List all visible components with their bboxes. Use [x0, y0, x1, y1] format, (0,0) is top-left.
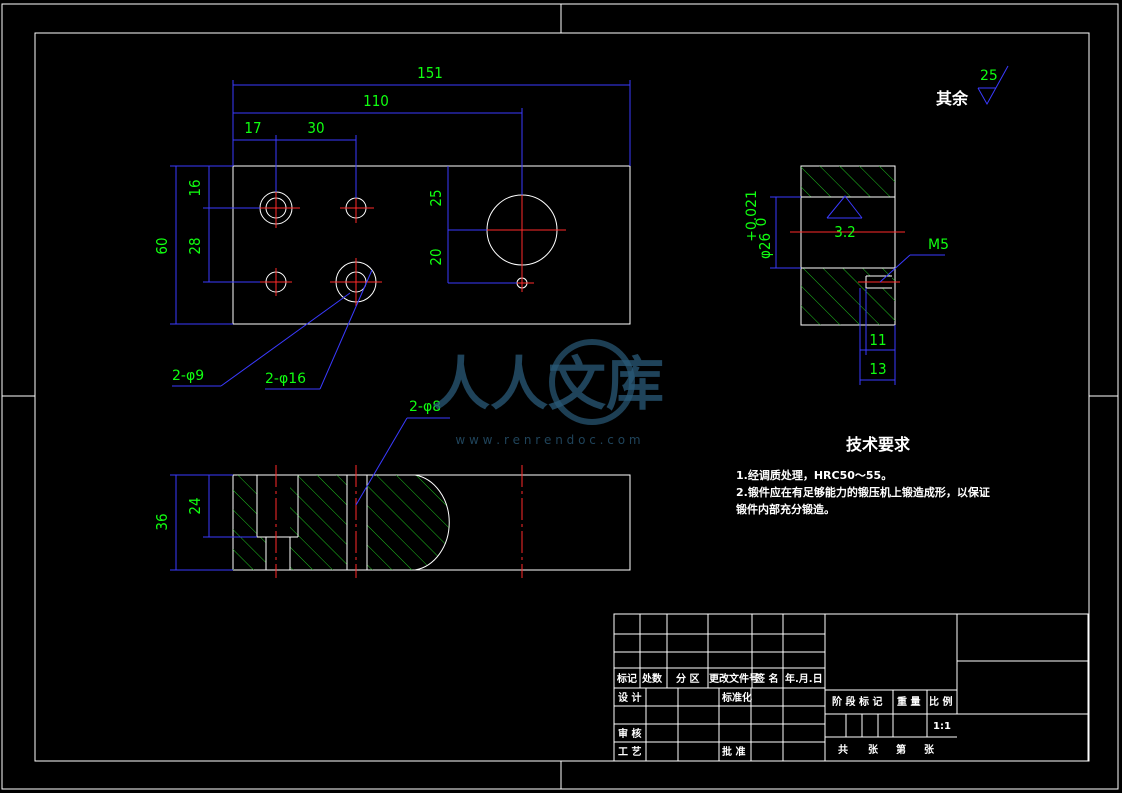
tb-col-mark: 标记 [616, 672, 637, 685]
bore-tol-upper: +0.021 [744, 190, 760, 242]
tb-col-date: 年.月.日 [785, 672, 823, 685]
dim-13: 13 [869, 360, 886, 378]
watermark-url: w w w . r e n r e n d o c . c o m [455, 433, 640, 447]
tb-row-design: 设 计 [618, 691, 641, 704]
tb-row-process: 工 艺 [618, 745, 641, 758]
section-view [170, 417, 631, 578]
watermark-brand: 人人文库 [432, 350, 664, 418]
tb-sheet-unit: 张 [924, 743, 935, 756]
roughness-note: 其余 25 [936, 65, 1009, 108]
dim-24: 24 [186, 497, 204, 514]
dim-36: 36 [153, 513, 171, 530]
tb-sheets-total: 共 [838, 743, 848, 756]
dim-16: 16 [186, 179, 204, 196]
dim-30: 30 [307, 119, 324, 137]
front-dimensions [170, 80, 631, 390]
watermark: 人人文库 w w w . r e n r e n d o c . c o m [432, 339, 664, 447]
dim-60: 60 [153, 237, 171, 254]
tech-req-line3: 锻件内部充分锻造。 [736, 502, 835, 516]
dim-28: 28 [186, 237, 204, 254]
tb-col-count: 处数 [641, 672, 663, 685]
tech-req-line2: 2.锻件应在有足够能力的锻压机上锻造成形，以保证 [736, 485, 990, 499]
tb-sheets-unit: 张 [868, 743, 879, 756]
callout-hole-16: 2-φ16 [265, 371, 306, 387]
bore-diameter: φ26 [756, 233, 774, 259]
dim-151: 151 [417, 64, 443, 82]
tb-col-zone: 分 区 [676, 672, 699, 685]
tb-weight: 重 量 [897, 695, 920, 708]
tb-stage-mark: 阶 段 标 记 [832, 695, 882, 708]
dim-110: 110 [363, 92, 389, 110]
tb-row-review: 审 核 [618, 727, 641, 740]
roughness-rest-value: 25 [980, 68, 998, 84]
tech-requirements: 技术要求 1.经调质处理，HRC50～55。 2.锻件应在有足够能力的锻压机上锻… [736, 435, 990, 516]
roughness-rest-label: 其余 [936, 89, 969, 108]
dim-25: 25 [427, 189, 445, 206]
tb-row-approve: 批 准 [722, 745, 745, 758]
callout-hole-8: 2-φ8 [409, 399, 441, 415]
watermark-logo-icon [549, 339, 635, 425]
side-view [770, 165, 945, 385]
dim-17: 17 [244, 119, 261, 137]
front-dim-texts: 151 110 17 30 60 16 28 25 20 2-φ9 2-φ16 [153, 64, 445, 387]
tb-col-sign: 签 名 [754, 672, 778, 685]
callout-hole-9: 2-φ9 [172, 368, 204, 384]
title-block [613, 613, 1089, 762]
tb-scale-value: 1:1 [933, 721, 951, 732]
sheet-border [1, 3, 1119, 790]
tb-col-change-doc: 更改文件号 [709, 672, 759, 685]
tb-sheet-no: 第 [896, 743, 906, 756]
bore-tol-lower: 0 [754, 218, 770, 227]
tb-row-standard: 标准化 [721, 691, 752, 704]
tech-req-line1: 1.经调质处理，HRC50～55。 [736, 468, 892, 482]
dim-11: 11 [869, 331, 886, 349]
dim-20: 20 [427, 248, 445, 265]
callout-thread-m5: M5 [928, 237, 949, 253]
tech-req-title: 技术要求 [846, 435, 911, 454]
roughness-bore: 3.2 [834, 223, 855, 241]
tb-scale-label: 比 例 [929, 695, 952, 708]
side-dim-texts: 3.2 M5 φ26 +0.021 0 11 13 [744, 190, 949, 378]
section-dim-texts: 36 24 2-φ8 [153, 399, 441, 531]
title-block-texts: 标记 处数 分 区 更改文件号 签 名 年.月.日 设 计 标准化 审 核 工 … [616, 672, 952, 758]
